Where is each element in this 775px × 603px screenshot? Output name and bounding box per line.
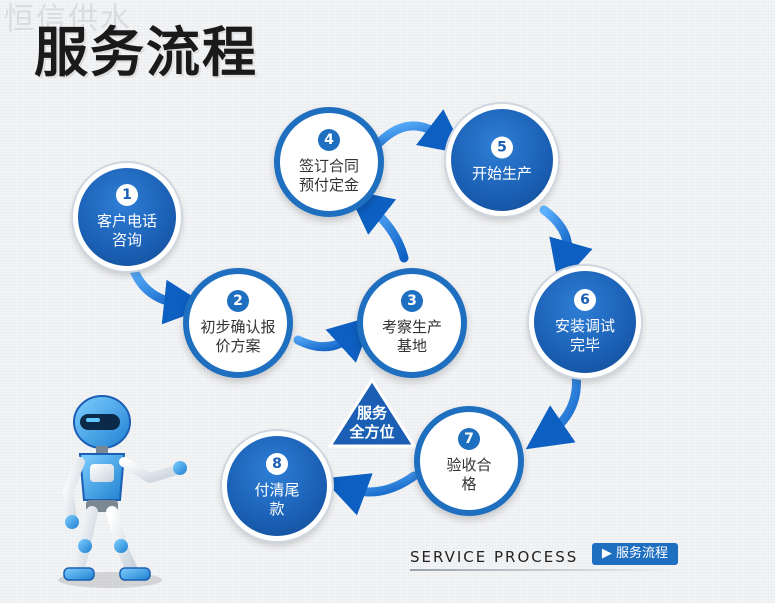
step-8-number: 8 xyxy=(266,453,288,475)
step-7-node: 7 验收合 格 xyxy=(414,406,524,516)
step-1-node: 1 客户电话 咨询 xyxy=(73,163,181,271)
step-4-number: 4 xyxy=(318,129,340,151)
arrow-4-5 xyxy=(375,109,466,155)
step-1-label: 客户电话 咨询 xyxy=(96,212,157,249)
step-6-label: 安装调试 完毕 xyxy=(554,317,615,354)
footer-tag: ▶ 服务流程 xyxy=(592,543,678,565)
step-4-label: 签订合同 预付定金 xyxy=(298,157,359,194)
footer-divider xyxy=(410,569,680,571)
footer-english-text: SERVICE PROCESS xyxy=(410,548,579,566)
step-4-node: 4 签订合同 预付定金 xyxy=(274,107,384,217)
step-5-node: 5 开始生产 xyxy=(446,104,558,216)
step-3-number: 3 xyxy=(401,290,423,312)
arrow-7-8 xyxy=(322,471,419,516)
step-7-label: 验收合 格 xyxy=(446,456,492,493)
step-8-label: 付清尾 款 xyxy=(254,481,300,518)
step-3-node: 3 考察生产 基地 xyxy=(357,268,467,378)
step-5-number: 5 xyxy=(491,136,513,159)
step-7-number: 7 xyxy=(458,428,480,450)
watermark: 恒信供水 xyxy=(4,2,132,37)
step-8-node: 8 付清尾 款 xyxy=(222,431,332,541)
step-2-node: 2 初步确认报 价方案 xyxy=(183,268,293,378)
step-5-label: 开始生产 xyxy=(471,164,532,183)
arrow-5-6 xyxy=(539,205,593,286)
step-6-number: 6 xyxy=(574,289,596,311)
step-6-node: 6 安装调试 完毕 xyxy=(529,266,641,378)
center-badge-label: 服务 全方位 xyxy=(349,404,395,441)
center-triangle xyxy=(327,377,417,448)
arrow-6-7 xyxy=(525,369,581,450)
step-2-label: 初步确认报 价方案 xyxy=(200,318,276,355)
arrow-2-3 xyxy=(293,315,374,363)
page-title: 服务流程 xyxy=(34,21,258,84)
arrow-1-2 xyxy=(128,263,209,325)
arrow-3-4 xyxy=(346,189,409,263)
step-3-label: 考察生产 基地 xyxy=(381,318,442,355)
step-1-number: 1 xyxy=(116,184,138,206)
robot-illustration xyxy=(58,395,187,588)
step-2-number: 2 xyxy=(227,290,249,312)
